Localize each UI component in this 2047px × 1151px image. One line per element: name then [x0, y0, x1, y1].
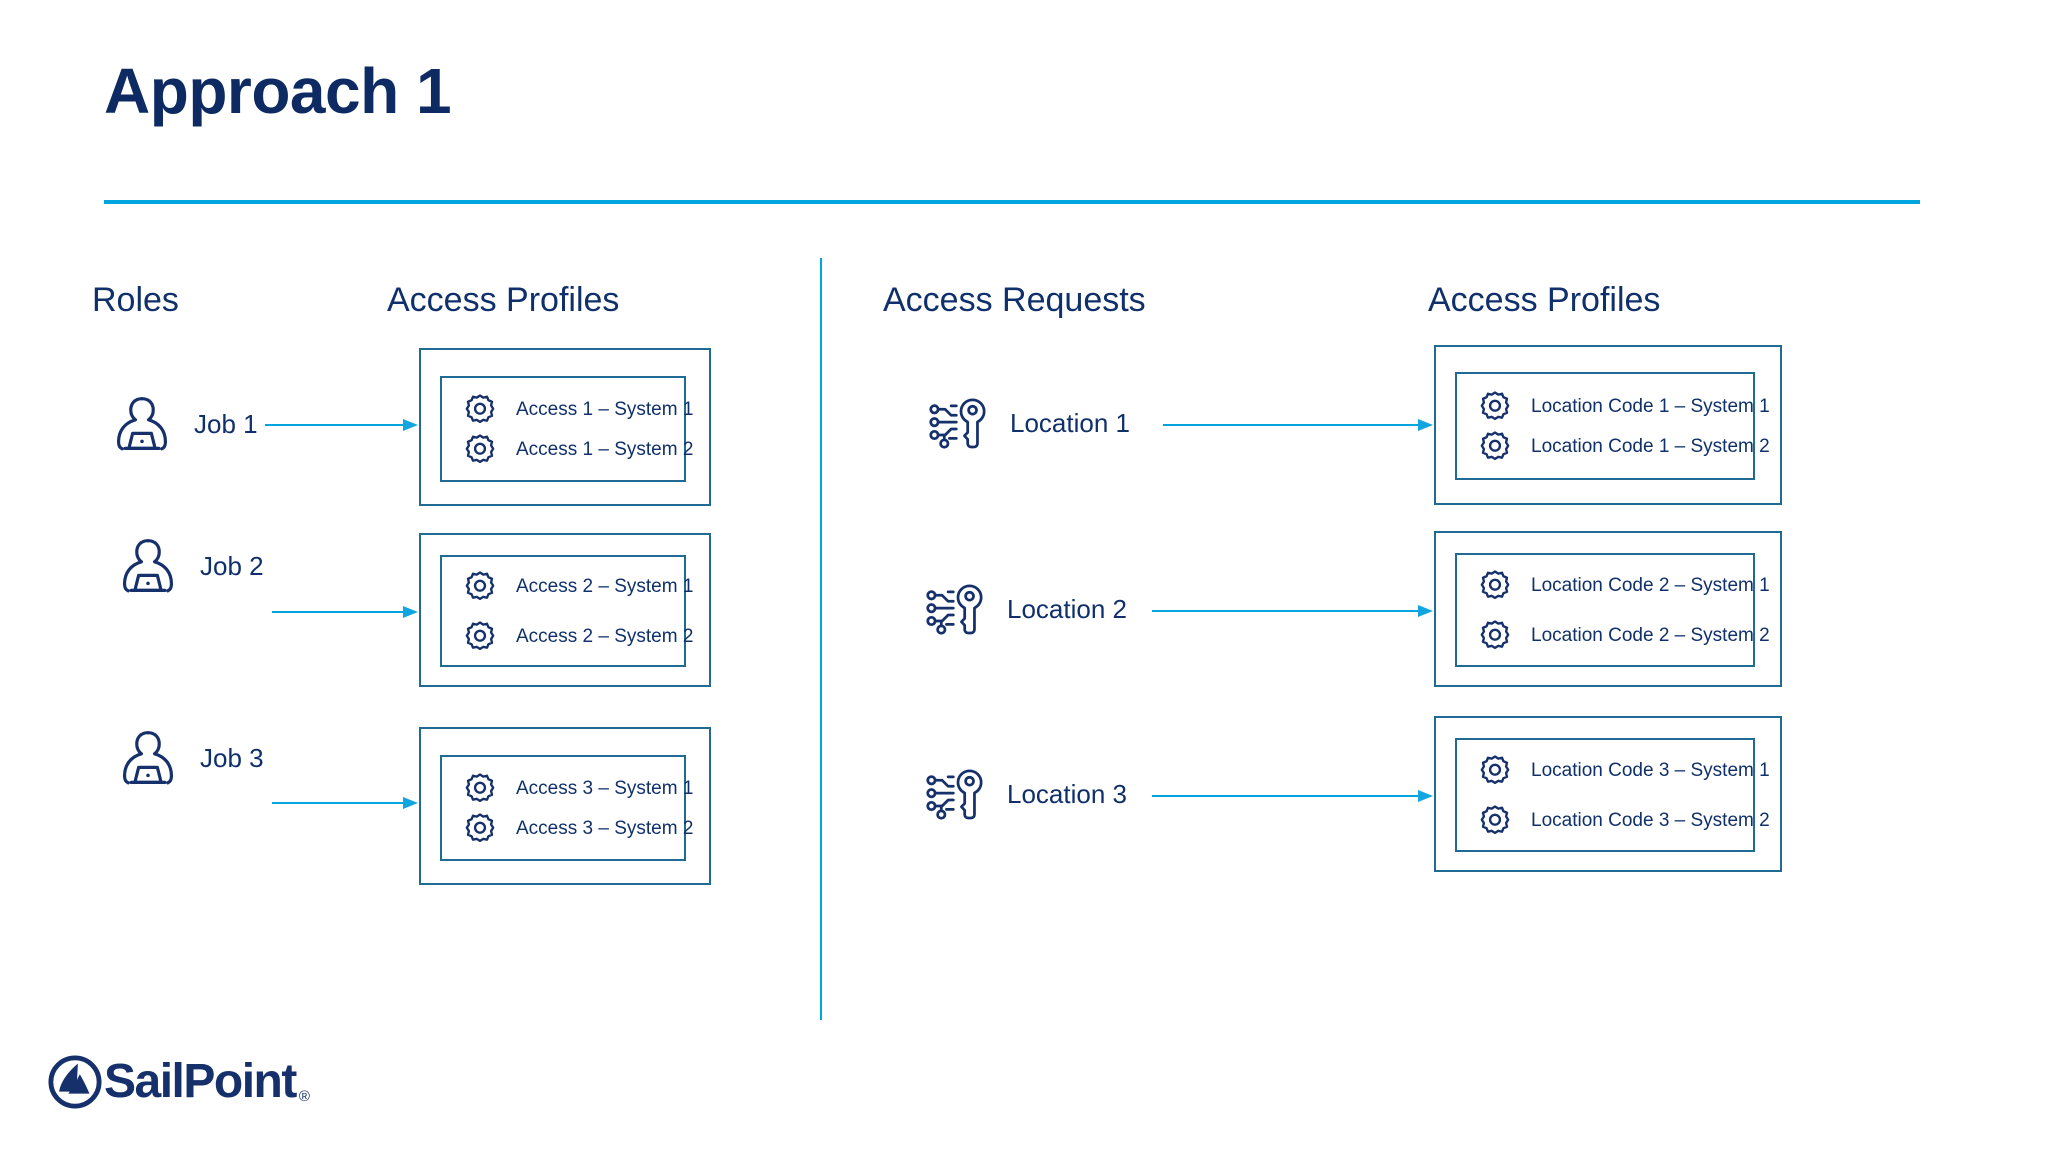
role-label: Job 1 — [194, 409, 258, 439]
sailpoint-logo: SailPoint ® — [48, 1055, 310, 1109]
gear-icon — [1475, 426, 1515, 466]
connector-arrow-location-3 — [1152, 789, 1435, 803]
location-profile-inner-3: Location Code 3 – System 1 Location Code… — [1455, 738, 1770, 852]
gear-icon — [460, 616, 500, 656]
sailpoint-wordmark: SailPoint — [104, 1055, 297, 1108]
location-profile-inner-1: Location Code 1 – System 1 Location Code… — [1455, 372, 1770, 480]
connector-arrow-job-1 — [265, 418, 420, 432]
person-laptop-icon — [118, 535, 178, 597]
list-item[interactable]: Access 2 – System 1 — [442, 566, 693, 606]
profile-label: Location Code 3 – System 2 — [1531, 809, 1770, 831]
list-item[interactable]: Location Code 3 – System 2 — [1457, 800, 1770, 840]
role-row-job-3[interactable]: Job 3 — [118, 727, 264, 789]
person-laptop-icon — [112, 393, 172, 455]
digital-key-icon — [925, 578, 985, 640]
role-row-job-1[interactable]: Job 1 — [112, 393, 258, 455]
profile-label: Access 1 – System 1 — [516, 398, 694, 420]
access-request-label: Location 3 — [1007, 779, 1127, 809]
profile-label: Access 3 – System 1 — [516, 777, 694, 799]
access-request-label: Location 1 — [1010, 408, 1130, 438]
gear-icon — [1475, 800, 1515, 840]
list-item[interactable]: Access 1 – System 1 — [442, 389, 693, 429]
profile-label: Access 3 – System 2 — [516, 817, 694, 839]
gear-icon — [460, 389, 500, 429]
gear-icon — [460, 429, 500, 469]
list-item[interactable]: Location Code 2 – System 2 — [1457, 615, 1770, 655]
section-divider — [820, 258, 822, 1020]
gear-icon — [1475, 386, 1515, 426]
page-title: Approach 1 — [104, 55, 452, 127]
profile-label: Location Code 1 – System 1 — [1531, 395, 1770, 417]
heading-access-profiles-right: Access Profiles — [1428, 281, 1661, 319]
list-item[interactable]: Location Code 1 – System 2 — [1457, 426, 1770, 466]
list-item[interactable]: Access 3 – System 1 — [442, 768, 693, 808]
trademark-symbol: ® — [298, 1088, 310, 1105]
profile-label: Location Code 1 – System 2 — [1531, 435, 1770, 457]
role-row-job-2[interactable]: Job 2 — [118, 535, 264, 597]
connector-arrow-job-2 — [272, 605, 420, 619]
connector-arrow-location-1 — [1163, 418, 1435, 432]
gear-icon — [460, 566, 500, 606]
heading-roles: Roles — [92, 281, 179, 319]
role-label: Job 3 — [200, 743, 264, 773]
gear-icon — [1475, 750, 1515, 790]
location-profile-box-1[interactable]: Location Code 1 – System 1 Location Code… — [1434, 345, 1782, 505]
heading-access-requests: Access Requests — [883, 281, 1146, 319]
profile-label: Location Code 3 – System 1 — [1531, 759, 1770, 781]
location-profile-box-2[interactable]: Location Code 2 – System 1 Location Code… — [1434, 531, 1782, 687]
role-label: Job 2 — [200, 551, 264, 581]
access-profile-inner-2: Access 2 – System 1 Access 2 – System 2 — [440, 555, 693, 667]
person-laptop-icon — [118, 727, 178, 789]
location-profile-box-3[interactable]: Location Code 3 – System 1 Location Code… — [1434, 716, 1782, 872]
list-item[interactable]: Location Code 2 – System 1 — [1457, 565, 1770, 605]
access-profile-box-3[interactable]: Access 3 – System 1 Access 3 – System 2 — [419, 727, 711, 885]
list-item[interactable]: Location Code 1 – System 1 — [1457, 386, 1770, 426]
gear-icon — [1475, 565, 1515, 605]
access-request-row-location-3[interactable]: Location 3 — [925, 763, 1127, 825]
location-profile-inner-2: Location Code 2 – System 1 Location Code… — [1455, 553, 1770, 667]
access-profile-box-1[interactable]: Access 1 – System 1 Access 1 – System 2 — [419, 348, 711, 506]
sailboat-circle-icon — [48, 1055, 102, 1109]
connector-arrow-location-2 — [1152, 604, 1435, 618]
access-request-label: Location 2 — [1007, 594, 1127, 624]
access-request-row-location-2[interactable]: Location 2 — [925, 578, 1127, 640]
connector-arrow-job-3 — [272, 796, 420, 810]
title-underline-rule — [104, 200, 1920, 204]
access-profile-inner-1: Access 1 – System 1 Access 1 – System 2 — [440, 376, 693, 482]
gear-icon — [460, 768, 500, 808]
access-request-row-location-1[interactable]: Location 1 — [928, 392, 1130, 454]
profile-label: Location Code 2 – System 2 — [1531, 624, 1770, 646]
list-item[interactable]: Access 1 – System 2 — [442, 429, 693, 469]
profile-label: Access 2 – System 1 — [516, 575, 694, 597]
list-item[interactable]: Access 3 – System 2 — [442, 808, 693, 848]
access-profile-inner-3: Access 3 – System 1 Access 3 – System 2 — [440, 755, 693, 861]
profile-label: Access 2 – System 2 — [516, 625, 694, 647]
digital-key-icon — [928, 392, 988, 454]
profile-label: Access 1 – System 2 — [516, 438, 694, 460]
access-profile-box-2[interactable]: Access 2 – System 1 Access 2 – System 2 — [419, 533, 711, 687]
gear-icon — [460, 808, 500, 848]
profile-label: Location Code 2 – System 1 — [1531, 574, 1770, 596]
digital-key-icon — [925, 763, 985, 825]
list-item[interactable]: Location Code 3 – System 1 — [1457, 750, 1770, 790]
list-item[interactable]: Access 2 – System 2 — [442, 616, 693, 656]
heading-access-profiles-left: Access Profiles — [387, 281, 620, 319]
gear-icon — [1475, 615, 1515, 655]
